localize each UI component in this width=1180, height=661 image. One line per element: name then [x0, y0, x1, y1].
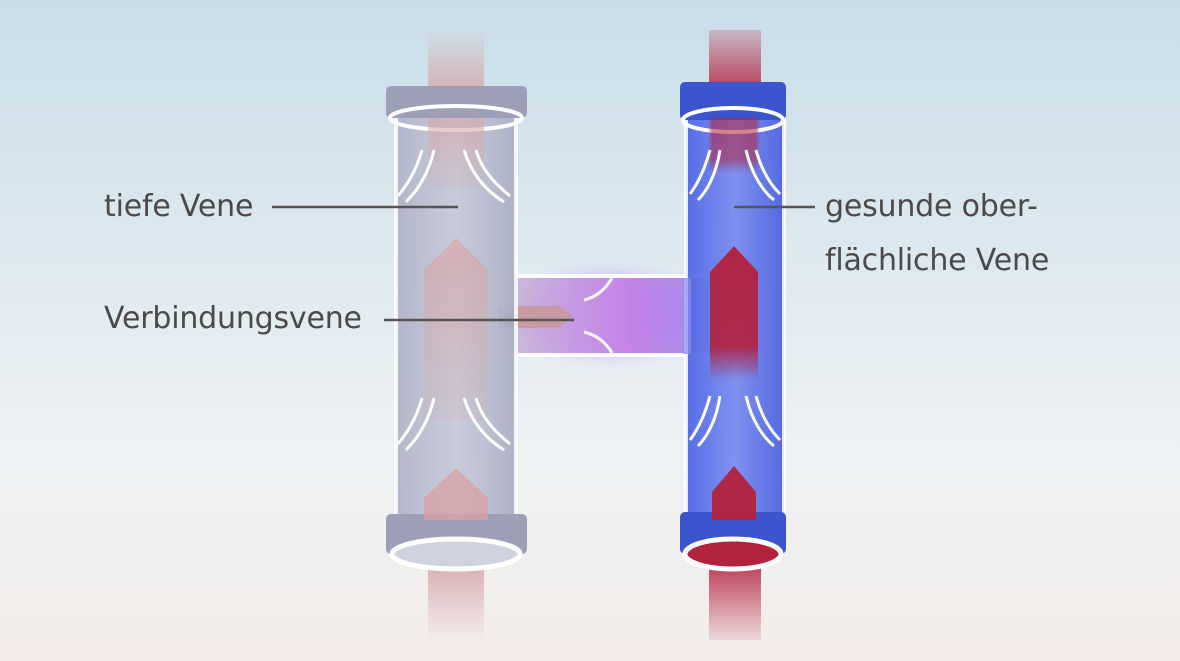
deep-vein-label: tiefe Vene [104, 189, 254, 224]
deep-vein-cylinder [386, 86, 527, 572]
superficial-vein-label-line2: flächliche Vene [825, 243, 1050, 278]
connecting-vein-label: Verbindungsvene [104, 301, 362, 336]
superficial-vein-label-line1: gesunde ober- [825, 189, 1038, 224]
superficial-vein-cylinder [680, 82, 786, 572]
connecting-vein-shape [498, 274, 715, 357]
